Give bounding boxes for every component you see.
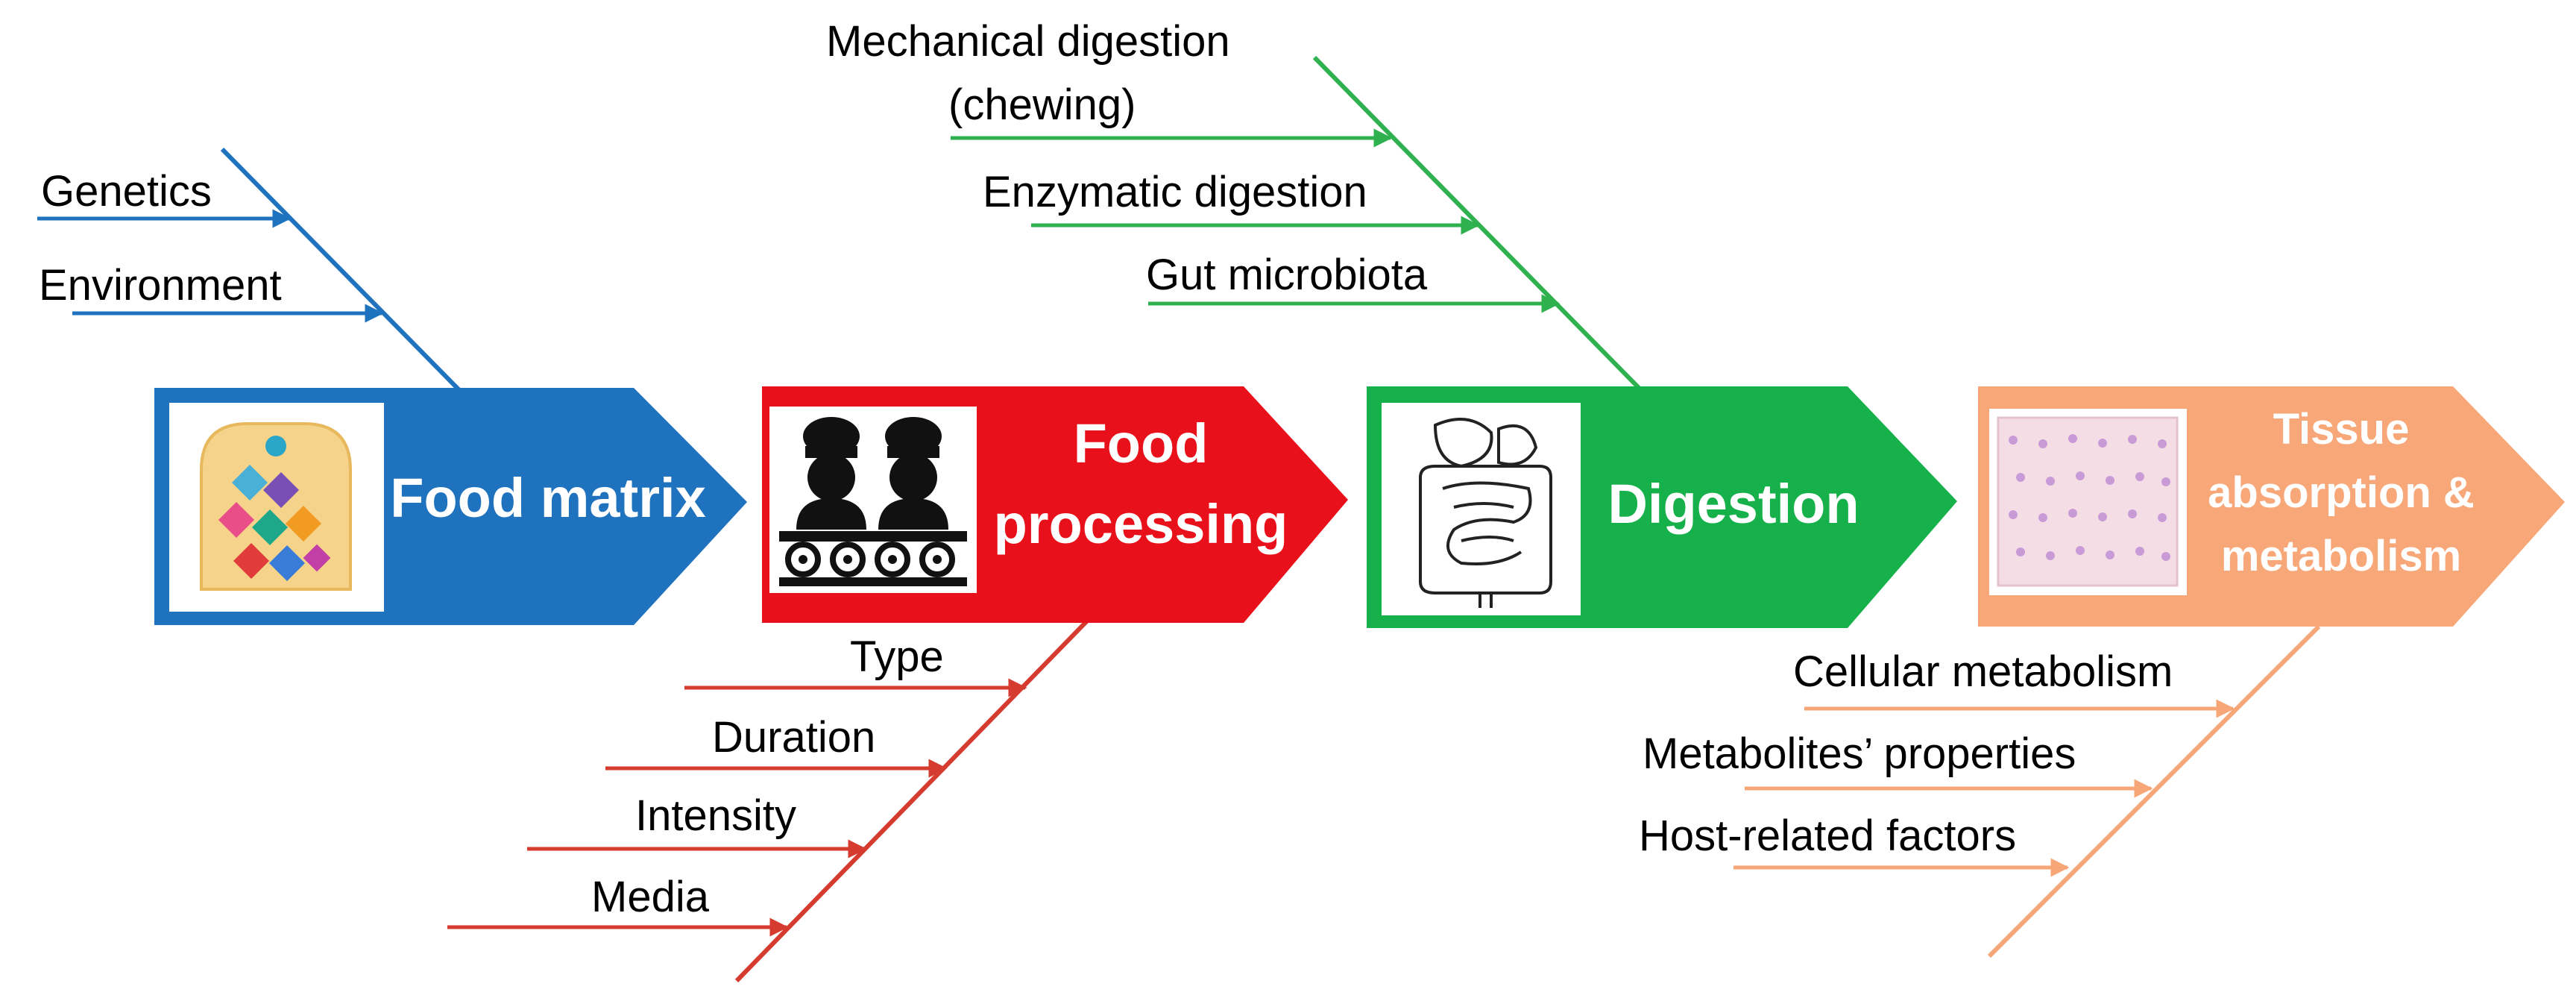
gut-microbiota-label: Gut microbiota <box>1146 251 1428 299</box>
host-related-factors-label: Host-related factors <box>1639 812 2016 860</box>
food-processing-stage: Food processing <box>762 386 1348 623</box>
food-processing-spine <box>734 606 1102 983</box>
tissue-stage: Tissue absorption & metabolism <box>1978 386 2565 627</box>
food-processing-icon-panel <box>769 407 977 593</box>
mechanical-digestion-label-line1: Mechanical digestion <box>826 17 1230 66</box>
digestion-title: Digestion <box>1607 473 1859 535</box>
food-matrix-spine <box>220 147 461 392</box>
factory-workers-conveyor-icon <box>779 417 967 586</box>
intensity-label: Intensity <box>635 791 796 840</box>
tissue-bone: Cellular metabolism Metabolites’ propert… <box>1639 624 2321 958</box>
food-matrix-bone: Genetics Environment <box>37 147 461 392</box>
food-matrix-stage: Food matrix <box>154 388 747 625</box>
tissue-title-line3: metabolism <box>2221 532 2461 580</box>
tissue-spine <box>1987 624 2321 958</box>
food-processing-title-line2: processing <box>994 493 1288 555</box>
mechanical-digestion-label-line2: (chewing) <box>948 81 1136 129</box>
food-processing-title-line1: Food <box>1074 412 1209 474</box>
nutrient-shield-icon <box>200 422 352 591</box>
digestion-bone: Mechanical digestion (chewing) Enzymatic… <box>826 17 1643 392</box>
enzymatic-digestion-label: Enzymatic digestion <box>983 168 1367 216</box>
digestive-system-icon <box>1419 418 1552 608</box>
environment-label: Environment <box>39 261 282 310</box>
genetics-label: Genetics <box>41 167 212 216</box>
tissue-title-line1: Tissue <box>2273 405 2410 454</box>
tissue-title-line2: absorption & <box>2208 468 2475 517</box>
food-processing-bone: Type Duration Intensity Media <box>447 606 1102 983</box>
digestion-stage: Digestion <box>1367 386 1957 628</box>
tissue-cells-icon <box>1997 416 2179 587</box>
food-matrix-title: Food matrix <box>390 467 705 529</box>
duration-label: Duration <box>712 713 875 762</box>
digestion-icon-panel <box>1382 403 1581 615</box>
media-label: Media <box>591 873 710 921</box>
cellular-metabolism-label: Cellular metabolism <box>1793 647 2173 696</box>
type-label: Type <box>850 633 944 681</box>
metabolites-properties-label: Metabolites’ properties <box>1643 730 2076 778</box>
